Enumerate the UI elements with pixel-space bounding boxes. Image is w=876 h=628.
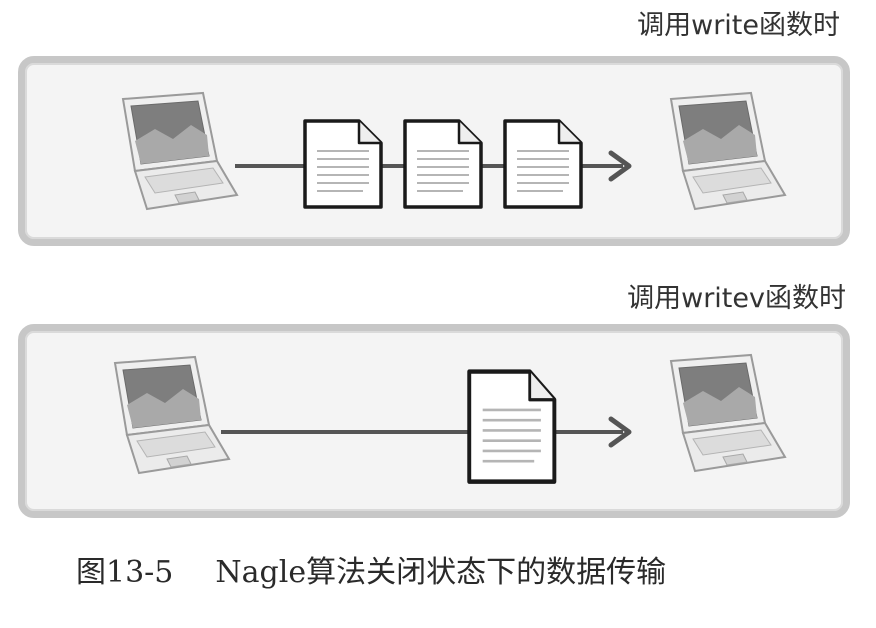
caption-text: Nagle算法关闭状态下的数据传输: [215, 555, 667, 590]
writev-diagram: [114, 354, 786, 511]
document-icon: [503, 119, 583, 209]
figure-number: 图13-5: [76, 555, 174, 590]
sender-laptop-icon: [122, 92, 238, 210]
figure-caption: 图13-5 Nagle算法关闭状态下的数据传输: [76, 558, 666, 588]
sender-laptop-icon: [114, 356, 230, 474]
receiver-laptop-icon: [670, 354, 786, 472]
panel-label-writev: 调用writev函数时: [627, 283, 846, 314]
arrow-right-icon: [608, 416, 632, 448]
document-icon: [303, 119, 383, 209]
arrow-right-icon: [608, 150, 632, 182]
document-icon: [403, 119, 483, 209]
write-diagram: [122, 92, 786, 210]
document-icon: [469, 372, 554, 482]
panel-label-write: 调用write函数时: [637, 10, 840, 41]
receiver-laptop-icon: [670, 92, 786, 210]
write-panel: [18, 56, 850, 246]
writev-panel: [18, 324, 850, 518]
